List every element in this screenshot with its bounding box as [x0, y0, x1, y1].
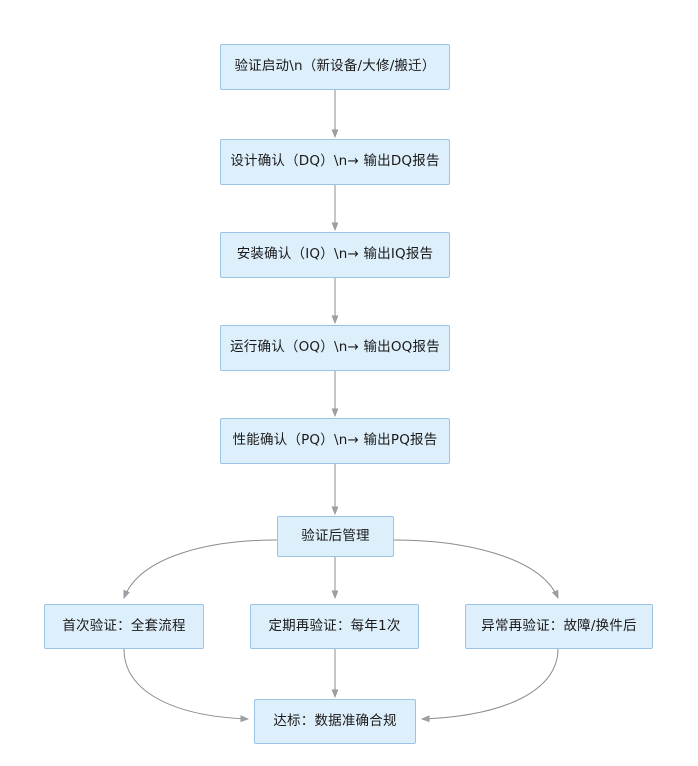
node-abnormal-revalidation-label: 异常再验证：故障/换件后 — [481, 617, 637, 634]
node-abnormal-revalidation[interactable]: 异常再验证：故障/换件后 — [465, 604, 653, 649]
node-compliance-label: 达标：数据准确合规 — [273, 712, 397, 729]
node-post-management[interactable]: 验证后管理 — [277, 516, 394, 557]
node-oq-label: 运行确认（OQ）\n→ 输出OQ报告 — [230, 339, 440, 356]
node-oq[interactable]: 运行确认（OQ）\n→ 输出OQ报告 — [220, 325, 450, 371]
edge-post-management-to-first-validation — [124, 539, 278, 598]
node-dq-label: 设计确认（DQ）\n→ 输出DQ报告 — [230, 153, 440, 170]
node-compliance[interactable]: 达标：数据准确合规 — [254, 699, 416, 744]
edge-abnormal-revalidation-to-compliance — [422, 648, 559, 719]
node-pq-label: 性能确认（PQ）\n→ 输出PQ报告 — [232, 432, 438, 449]
node-periodic-revalidation[interactable]: 定期再验证：每年1次 — [250, 604, 419, 649]
node-iq[interactable]: 安装确认（IQ）\n→ 输出IQ报告 — [220, 232, 450, 278]
node-start-label: 验证启动\n（新设备/大修/搬迁） — [234, 58, 436, 75]
node-first-validation-label: 首次验证：全套流程 — [62, 617, 186, 634]
node-start[interactable]: 验证启动\n（新设备/大修/搬迁） — [220, 44, 450, 90]
node-iq-label: 安装确认（IQ）\n→ 输出IQ报告 — [236, 246, 434, 263]
node-post-management-label: 验证后管理 — [301, 527, 370, 544]
edge-first-validation-to-compliance — [123, 648, 248, 719]
edge-post-management-to-abnormal-revalidation — [393, 539, 559, 598]
node-first-validation[interactable]: 首次验证：全套流程 — [44, 604, 204, 649]
node-dq[interactable]: 设计确认（DQ）\n→ 输出DQ报告 — [220, 139, 450, 185]
node-periodic-revalidation-label: 定期再验证：每年1次 — [268, 617, 401, 634]
node-pq[interactable]: 性能确认（PQ）\n→ 输出PQ报告 — [220, 418, 450, 464]
